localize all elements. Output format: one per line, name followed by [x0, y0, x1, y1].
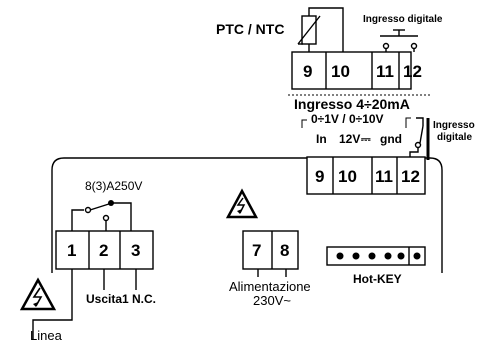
ptc-terminal-block — [291, 51, 412, 90]
relay-terminal-1: 1 — [67, 241, 76, 260]
analog-terminal-10: 10 — [338, 167, 357, 186]
power-terminal-8: 8 — [280, 241, 289, 260]
output-label: Uscita1 — [86, 292, 129, 306]
mid-digital-input-label-1: Ingresso — [433, 120, 475, 131]
ptc-terminal-10: 10 — [331, 62, 350, 81]
pin-label-12v: 12V — [339, 132, 360, 146]
analog-input-title: Ingresso 4÷20mA — [294, 96, 410, 112]
analog-input-subtitle: 0÷1V / 0÷10V — [311, 112, 384, 126]
hotkey-label: Hot-KEY — [353, 272, 402, 286]
high-voltage-warning-icon-center — [225, 188, 259, 219]
analog-terminal-12: 12 — [401, 167, 420, 186]
power-terminal-block — [242, 230, 299, 270]
relay-rating: 8(3)A250V — [85, 179, 142, 193]
ptc-digital-input-label: Ingresso digitale — [363, 14, 443, 25]
dc-symbol: ⎓ — [361, 132, 371, 146]
hotkey-port — [326, 246, 426, 266]
relay-block: 8(3)A250V 1 2 3 Linea Uscita1 N.C. — [30, 179, 156, 343]
ptc-terminal-12: 12 — [403, 62, 422, 81]
analog-terminal-11: 11 — [375, 167, 393, 186]
analog-terminal-block — [306, 156, 426, 195]
relay-terminal-2: 2 — [99, 241, 108, 260]
nc-label: N.C. — [132, 292, 156, 306]
controller-housing — [51, 157, 443, 273]
ptc-ntc-title: PTC / NTC — [216, 21, 284, 37]
high-voltage-warning-icon — [19, 277, 57, 311]
analog-terminal-9: 9 — [315, 167, 324, 186]
ptc-terminal-9: 9 — [303, 62, 312, 81]
hotkey-connector: Hot-KEY — [326, 246, 426, 286]
relay-terminal-3: 3 — [131, 241, 140, 260]
ptc-ntc-block: PTC / NTC 9 10 11 12 Ingresso digitale — [216, 7, 443, 90]
pin-label-in: In — [316, 132, 327, 146]
ptc-terminal-11: 11 — [376, 62, 394, 81]
power-block: 7 8 Alimentazione 230V~ — [229, 230, 311, 308]
mid-digital-input-label-2: digitale — [437, 132, 472, 143]
power-label: Alimentazione — [229, 279, 311, 294]
line-label: Linea — [30, 328, 63, 343]
power-terminal-7: 7 — [252, 241, 261, 260]
analog-input-block: Ingresso 4÷20mA 0÷1V / 0÷10V In 12V ⎓ gn… — [294, 96, 475, 195]
pin-label-gnd: gnd — [380, 132, 402, 146]
power-voltage: 230V~ — [253, 293, 291, 308]
